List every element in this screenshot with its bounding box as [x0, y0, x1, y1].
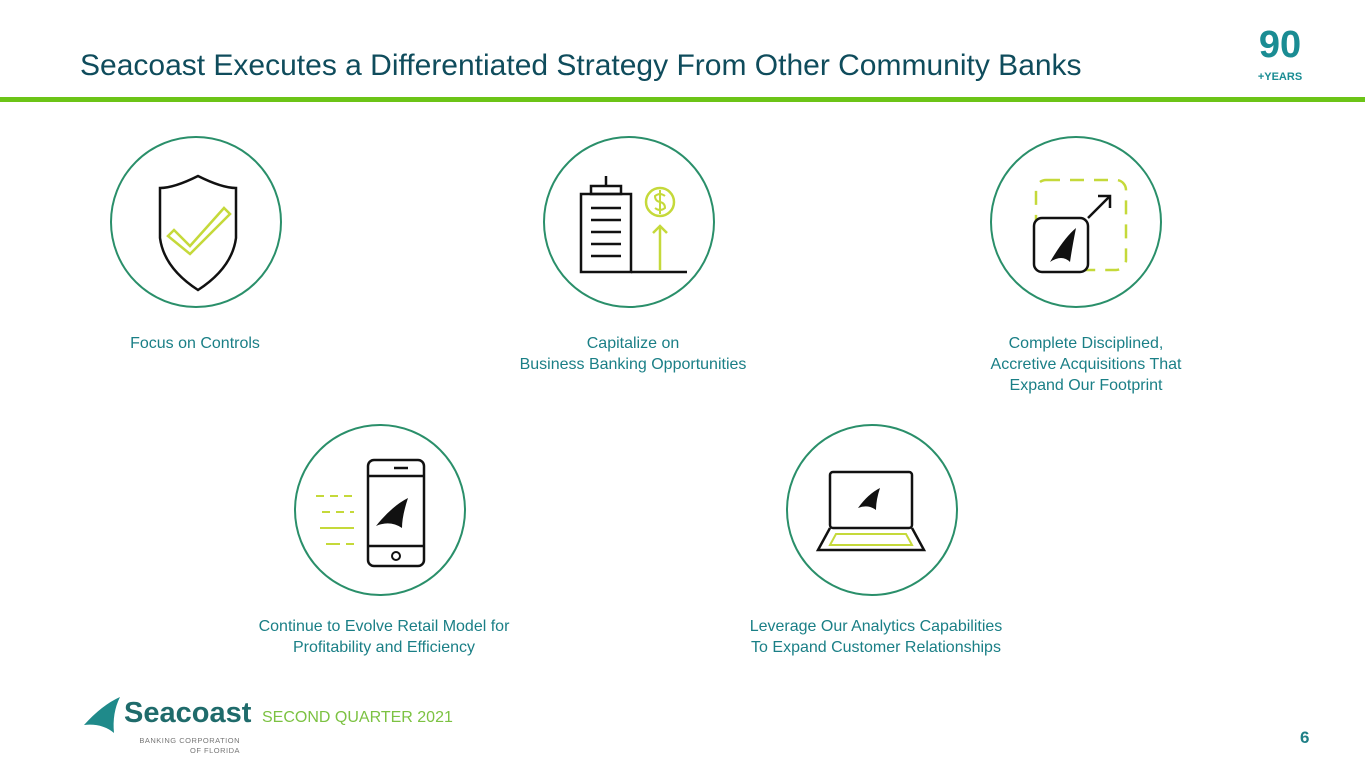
- shield-check-icon: [110, 136, 282, 308]
- laptop-icon: [786, 424, 958, 596]
- footer-brand-sub: BANKING CORPORATION OF FLORIDA: [139, 736, 240, 755]
- badge-text: +YEARS: [1257, 71, 1303, 83]
- item-label: Focus on Controls: [130, 335, 260, 352]
- header-divider: [0, 97, 1365, 102]
- expand-footprint-icon: [990, 136, 1162, 308]
- item-label: Capitalize on Business Banking Opportuni…: [519, 335, 747, 373]
- footer-quarter: SECOND QUARTER 2021: [262, 709, 453, 726]
- page-number: 6: [1300, 728, 1310, 747]
- item-label: Leverage Our Analytics Capabilities To E…: [749, 618, 1003, 656]
- page-title: Seacoast Executes a Differentiated Strat…: [80, 49, 1082, 82]
- footer-brand: Seacoast: [124, 697, 252, 729]
- item-label: Continue to Evolve Retail Model for Prof…: [258, 618, 510, 656]
- badge-number: 90: [1258, 24, 1302, 66]
- mobile-phone-icon: [294, 424, 466, 596]
- item-label: Complete Disciplined, Accretive Acquisit…: [990, 335, 1182, 394]
- building-dollar-icon: [543, 136, 715, 308]
- seacoast-sail-logo: [84, 697, 120, 733]
- 90-years-badge: 90 +YEARS: [1245, 22, 1315, 84]
